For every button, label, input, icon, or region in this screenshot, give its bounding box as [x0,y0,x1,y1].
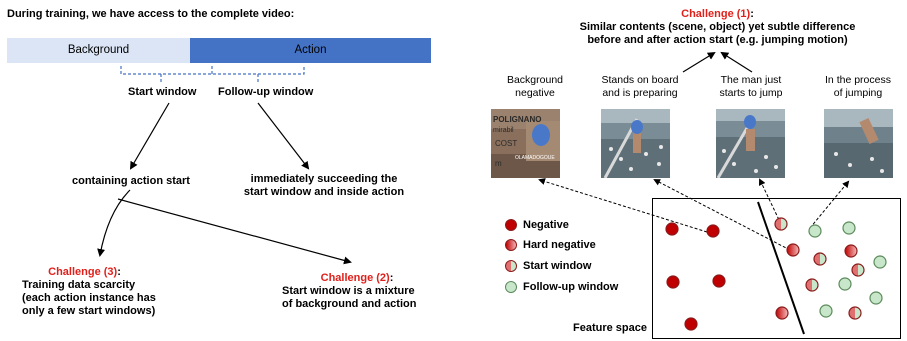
hard-negative-dot-icon [505,239,517,251]
photo1-text-2: mirabil [493,127,514,134]
challenge3-title: Challenge (3) [48,266,118,278]
dashed-arrow-hard-negative [653,179,791,251]
timeline-background-segment: Background [7,38,190,63]
succeeding-label: immediately succeeding the start window … [243,173,405,198]
arrow-followup-to-succeeding [257,102,310,170]
legend-start-window: Start window [505,258,591,274]
point-negative [712,274,726,288]
point-negative [706,224,720,238]
point-followup-window [819,304,833,318]
point-hard-negative [844,244,858,258]
challenge2-title: Challenge (2) [320,272,390,284]
point-start-window [813,252,827,266]
point-followup-window [873,255,887,269]
photo-in-process-of-jumping [824,109,893,178]
start-window-label: Start window [128,86,197,98]
feature-space-label: Feature space [573,322,647,334]
arrow-jump-to-challenge1 [682,51,716,73]
dashed-arrow-start [758,178,782,225]
photo1-text-5: OLAMADOGOUE [515,155,555,161]
background-label: Background [67,44,130,56]
legend-followup-window: Follow-up window [505,279,618,295]
caption-in-process: In the process of jumping [825,74,891,99]
point-followup-window [808,224,822,238]
negative-dot-icon [505,219,517,231]
point-negative [666,275,680,289]
photo1-text-4: m [495,159,502,168]
arrow-prep-to-challenge1 [720,51,753,73]
dashed-arrow-followup [809,180,850,229]
arrow-start-to-containing [129,102,170,170]
photo-stands-on-board [601,109,670,178]
arrow-to-challenge3 [97,189,131,257]
dashed-arrow-negative [538,178,708,233]
point-followup-window [869,291,883,305]
point-negative [684,317,698,331]
point-start-window [848,306,862,320]
caption-background-negative: Background negative [506,74,564,99]
challenge1-title: Challenge (1) [681,8,751,20]
photo1-text-1: POLIGNANO [493,115,541,124]
challenge3-block: Challenge (3): Training data scarcity (e… [22,266,156,317]
action-label: Action [294,44,327,56]
challenge2-block: Challenge (2): Start window is a mixture… [282,272,417,310]
photo-starts-to-jump [716,109,785,178]
legend-negative: Negative [505,217,569,233]
followup-window-dot-icon [505,281,517,293]
point-hard-negative [786,243,800,257]
legend-hard-negative: Hard negative [505,237,596,253]
arrow-to-challenge2 [117,198,352,265]
left-heading: During training, we have access to the c… [7,8,295,20]
caption-stands-on-board: Stands on board and is preparing [601,74,679,99]
point-hard-negative [775,306,789,320]
caption-starts-to-jump: The man just starts to jump [719,74,783,99]
photo1-text-3: COST [495,139,517,148]
challenge1-block: Challenge (1): Similar contents (scene, … [579,8,856,46]
point-followup-window [842,221,856,235]
feature-space-box [652,198,901,339]
containing-action-start-label: containing action start [72,175,190,187]
point-followup-window [838,277,852,291]
point-negative [665,222,679,236]
decision-boundary [757,201,805,335]
followup-window-label: Follow-up window [218,86,314,98]
point-start-window [774,217,788,231]
photo-background-negative: POLIGNANO mirabil COST m OLAMADOGOUE [491,109,560,178]
start-window-dot-icon [505,260,517,272]
point-start-window [851,263,865,277]
window-bracket [120,66,305,82]
point-start-window [805,278,819,292]
timeline-action-segment: Action [190,38,431,63]
